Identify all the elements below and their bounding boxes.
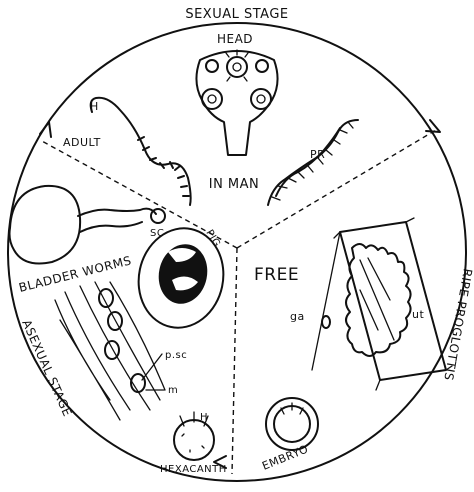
ripe-proglottis-label: RIPE PROGLOTTIS	[441, 267, 474, 381]
free-label: FREE	[254, 265, 299, 285]
m-label: m	[168, 385, 178, 396]
divider-upper-left	[39, 139, 238, 249]
arrow-bottom-icon	[213, 455, 227, 469]
tapeworm-head-illustration	[195, 49, 279, 156]
h-label-top: H	[90, 100, 99, 113]
life-cycle-circle	[7, 22, 467, 482]
pr-label: PR	[310, 148, 325, 161]
ripe-proglottis-illustration	[311, 217, 453, 391]
asexual-stage-label: ASEXUAL STAGE	[19, 318, 74, 419]
sc-label: SC	[150, 228, 164, 239]
sexual-stage-label: SEXUAL STAGE	[185, 7, 288, 22]
muscle-fibers-illustration	[54, 281, 166, 421]
adult-label: ADULT	[63, 136, 101, 149]
arrow-upper-left-icon	[39, 121, 52, 138]
embryo-label: EMBRYO	[260, 442, 310, 472]
hexacanth-label: HEXACANTH	[160, 464, 227, 475]
cysticercus-oval-illustration	[137, 227, 225, 329]
pig-label: PIG	[203, 228, 222, 249]
bladder-worm-cyst-illustration	[8, 184, 166, 265]
arrow-right-icon	[425, 119, 441, 133]
divider-upper-right	[236, 129, 437, 249]
hexacanth-illustration	[173, 411, 215, 461]
embryo-illustration	[265, 397, 319, 451]
head-label: HEAD	[217, 32, 253, 46]
psc-label: p.sc	[165, 350, 187, 361]
ut-label: ut	[412, 308, 424, 321]
in-man-label: IN MAN	[209, 177, 260, 192]
bladder-worms-label: BLADDER WORMS	[17, 253, 133, 295]
ga-label: ga	[290, 310, 305, 323]
adult-worm-illustration	[89, 96, 192, 206]
h-label-bottom: H	[200, 412, 208, 423]
proglottid-chain-illustration	[267, 119, 359, 206]
divider-bottom	[231, 247, 238, 475]
